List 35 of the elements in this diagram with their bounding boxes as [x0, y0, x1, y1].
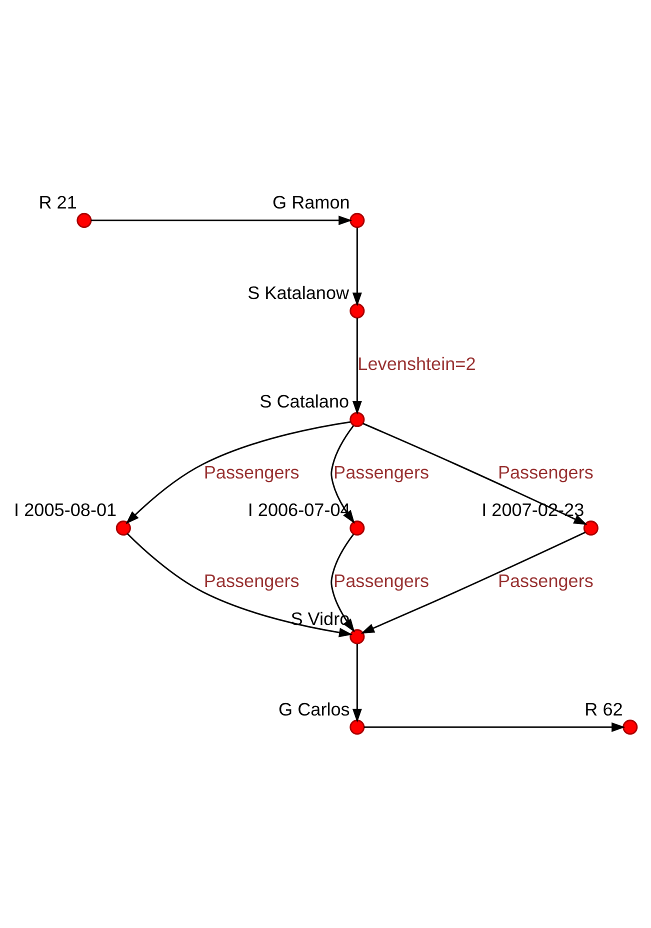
- arrow: [362, 422, 588, 525]
- node-circle: [350, 412, 365, 428]
- edge-label: Passengers: [334, 462, 430, 482]
- arrow: [352, 318, 362, 415]
- arrow: [91, 216, 352, 226]
- edge-label: Passengers: [498, 571, 594, 592]
- node-circle: [350, 303, 365, 318]
- arrow: [352, 644, 362, 723]
- node-circle: [622, 720, 638, 735]
- edge-label: Levenshtein=2: [358, 354, 476, 374]
- arrow: [126, 421, 350, 524]
- arrow: [330, 534, 355, 632]
- edge-label: Passengers: [204, 571, 300, 592]
- node-label: G Ramon: [272, 192, 350, 213]
- node-circle: [350, 520, 365, 536]
- node-label: S Katalanow: [248, 283, 350, 304]
- node-label: G Carlos: [278, 699, 350, 720]
- edge-label: Passengers: [204, 462, 300, 482]
- edge-label: Passengers: [498, 462, 594, 482]
- node-circle: [76, 212, 92, 228]
- node-label: R 62: [584, 699, 623, 720]
- edge-label: Passengers: [334, 571, 430, 592]
- node-circle: [350, 212, 365, 228]
- node-circle: [350, 720, 365, 735]
- arrow: [352, 228, 362, 306]
- node-circle: [583, 520, 598, 536]
- node-circle: [350, 629, 365, 644]
- arrow: [126, 533, 353, 638]
- node-label: S Catalano: [260, 392, 350, 412]
- arrow: [364, 722, 626, 732]
- arrow: [360, 532, 586, 634]
- node-label: I 2005-08-01: [14, 500, 117, 520]
- node-circle: [116, 520, 131, 536]
- arrow: [330, 425, 355, 524]
- node-label: R 21: [38, 192, 77, 213]
